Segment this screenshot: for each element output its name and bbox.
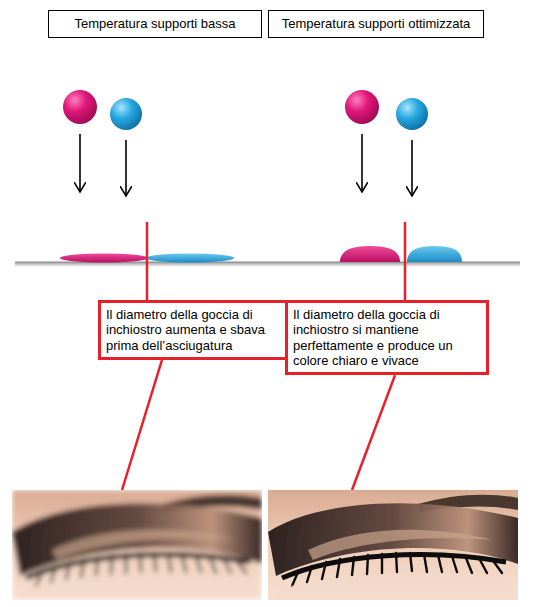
header-box: Temperatura supporti ottimizzata bbox=[268, 10, 484, 38]
spread-drop bbox=[146, 254, 234, 263]
header-text: Temperatura supporti bassa bbox=[74, 16, 235, 31]
eye-photo bbox=[12, 490, 262, 600]
leader-line bbox=[352, 375, 395, 490]
header-text: Temperatura supporti ottimizzata bbox=[282, 16, 471, 31]
callout-box: Il diametro della goccia di inchiostro s… bbox=[285, 300, 489, 375]
callout-text: Il diametro della goccia di inchiostro a… bbox=[106, 307, 294, 353]
leader-line bbox=[404, 222, 407, 300]
leader-line bbox=[122, 360, 162, 490]
spread-drop bbox=[60, 254, 148, 263]
callout-box: Il diametro della goccia di inchiostro a… bbox=[98, 300, 302, 360]
ink-drop bbox=[110, 98, 142, 130]
fall-arrow bbox=[79, 134, 81, 192]
compact-drop bbox=[340, 246, 400, 262]
media-surface bbox=[15, 262, 520, 267]
fall-arrow bbox=[361, 134, 363, 192]
header-box: Temperatura supporti bassa bbox=[48, 10, 262, 38]
fall-arrow bbox=[411, 140, 413, 196]
ink-drop bbox=[396, 98, 428, 130]
fall-arrow bbox=[125, 140, 127, 196]
ink-drop bbox=[63, 90, 97, 124]
leader-line bbox=[146, 222, 149, 300]
eye-photo bbox=[268, 490, 518, 600]
callout-text: Il diametro della goccia di inchiostro s… bbox=[293, 307, 481, 368]
compact-drop bbox=[407, 246, 462, 262]
ink-drop bbox=[345, 90, 379, 124]
